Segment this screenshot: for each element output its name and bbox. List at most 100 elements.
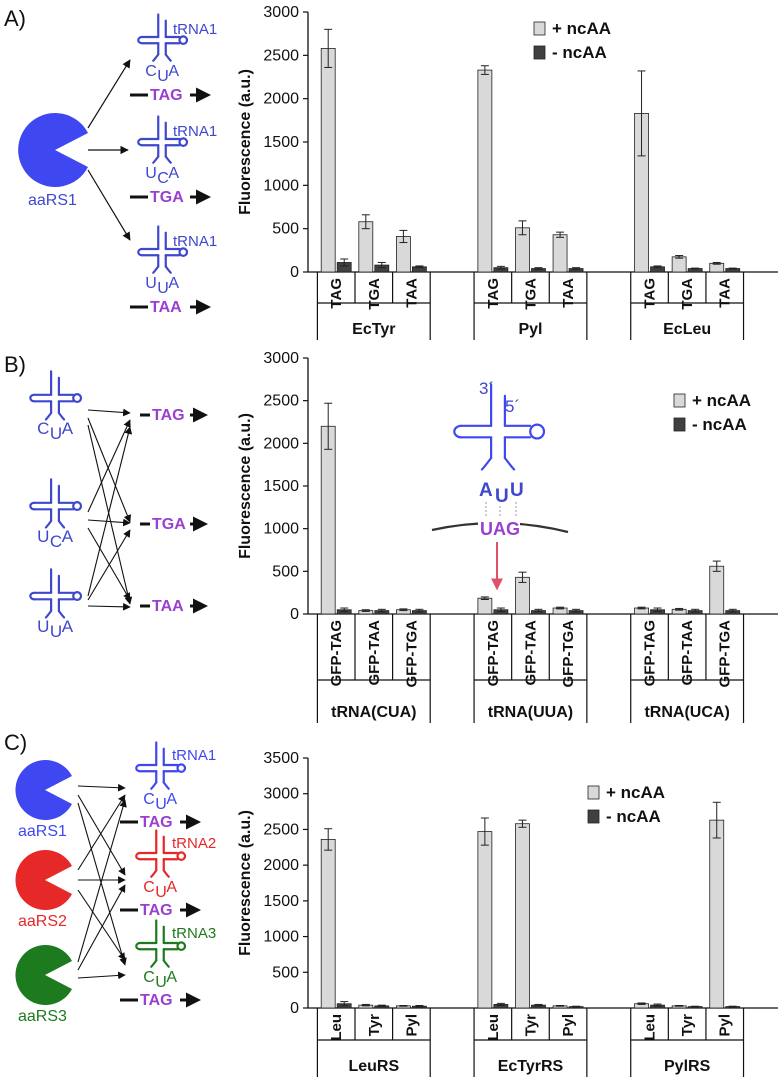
- x-tick-label: Leu: [642, 1014, 659, 1041]
- trna-anticodon-mid: U: [50, 424, 62, 443]
- trna-anticodon-right: A: [168, 275, 179, 292]
- three-prime-label: 3´: [479, 379, 494, 398]
- trna-anticodon-mid: U: [157, 280, 169, 297]
- trna-anticodon-right: A: [62, 419, 74, 438]
- legend-label: - ncAA: [692, 415, 747, 434]
- y-tick-label: 3000: [263, 4, 299, 21]
- aars2-label: aaRS2: [18, 913, 67, 930]
- trna-icon: [29, 370, 83, 421]
- trna-anticodon-mid: C: [157, 170, 169, 187]
- trna-anticodon-left: C: [143, 969, 155, 986]
- inset-trna-icon: [453, 383, 546, 471]
- codon-label: TAA: [152, 598, 184, 615]
- codon-label: TAG: [150, 87, 183, 104]
- y-tick-label: 2500: [263, 393, 299, 410]
- trna-anticodon-mid: C: [50, 532, 62, 551]
- x-tick-label: GFP-TAA: [366, 620, 383, 686]
- crossing-arrows: [87, 408, 133, 611]
- y-tick-label: 0: [290, 606, 299, 623]
- trna1-icon: [137, 13, 189, 62]
- x-tick-label: Tyr: [679, 1014, 696, 1036]
- trna-name: tRNA3: [172, 925, 216, 942]
- x-tick-label: GFP-TGA: [560, 620, 577, 688]
- group-label: tRNA(CUA): [331, 704, 416, 721]
- y-tick-label: 2500: [263, 47, 299, 64]
- trna-anticodon-mid: U: [155, 796, 167, 813]
- codon-label: TGA: [150, 189, 184, 206]
- panel-b-label: B): [4, 352, 26, 377]
- bar: [709, 819, 725, 1009]
- y-tick-label: 1000: [263, 177, 299, 194]
- bar: [477, 69, 493, 273]
- aars1-pacman-icon: [18, 113, 88, 188]
- aars2-pacman-icon: [15, 850, 73, 910]
- trna-anticodon-left: U: [37, 617, 49, 636]
- codon-label: TGA: [152, 516, 186, 533]
- x-tick-label: TAG: [485, 278, 502, 309]
- bar: [709, 565, 725, 615]
- y-tick-label: 500: [272, 563, 299, 580]
- x-tick-label: GFP-TAG: [642, 620, 659, 686]
- group-label: PylRS: [664, 1058, 711, 1075]
- x-tick-label: Tyr: [522, 1014, 539, 1036]
- y-axis-label: Fluorescence (a.u.): [237, 69, 254, 215]
- x-tick-label: TAA: [717, 278, 734, 308]
- crossing-arrows: [77, 783, 127, 980]
- x-tick-label: GFP-TAG: [485, 620, 502, 686]
- x-tick-label: Leu: [328, 1014, 345, 1041]
- trna1-icon: [137, 115, 189, 164]
- x-tick-label: Tyr: [366, 1014, 383, 1036]
- trna1-icon: [135, 741, 187, 790]
- x-tick-label: TAG: [642, 278, 659, 309]
- y-tick-label: 2000: [263, 435, 299, 452]
- legend-label: + ncAA: [552, 19, 611, 38]
- inset-anticodon-2: U: [495, 486, 509, 507]
- bar: [358, 221, 374, 273]
- aars3-label: aaRS3: [18, 1008, 67, 1025]
- y-tick-label: 3000: [263, 350, 299, 367]
- trna-anticodon-left: C: [143, 791, 155, 808]
- x-tick-label: GFP-TAA: [679, 620, 696, 686]
- trna-anticodon-left: C: [37, 419, 49, 438]
- trna-inset: 3´ 5´ A U U UAG: [431, 379, 569, 591]
- legend-swatch: [587, 785, 600, 800]
- group-label: tRNA(UUA): [488, 704, 573, 721]
- y-tick-label: 1000: [263, 521, 299, 538]
- bar: [552, 234, 568, 273]
- y-tick-label: 1000: [263, 929, 299, 946]
- trna2-icon: [135, 829, 187, 878]
- codon-label: TAG: [140, 992, 173, 1009]
- x-tick-label: TAA: [560, 278, 577, 308]
- trna-anticodon-right: A: [168, 165, 179, 182]
- trna-anticodon-right: A: [168, 63, 179, 80]
- trna-name: tRNA1: [173, 123, 217, 140]
- x-tick-label: Leu: [485, 1014, 502, 1041]
- trna-anticodon-mid: U: [50, 622, 62, 641]
- group-label: EcTyr: [352, 321, 395, 338]
- trna-name: tRNA1: [172, 747, 216, 764]
- y-tick-label: 1500: [263, 478, 299, 495]
- bar: [671, 256, 687, 273]
- trna-anticodon-left: C: [143, 879, 155, 896]
- trna3-icon: [135, 919, 187, 968]
- x-tick-label: TGA: [366, 278, 383, 310]
- trna-name: tRNA2: [172, 835, 216, 852]
- trna-name: tRNA1: [173, 233, 217, 250]
- y-tick-label: 0: [290, 264, 299, 281]
- aars1-pacman-icon: [15, 760, 73, 821]
- trna-anticodon-mid: U: [155, 884, 167, 901]
- legend-label: + ncAA: [606, 783, 665, 802]
- group-label: EcLeu: [663, 321, 711, 338]
- trna-anticodon-left: U: [145, 165, 157, 182]
- five-prime-label: 5´: [505, 397, 520, 416]
- x-tick-label: Pyl: [560, 1014, 577, 1037]
- bar: [320, 48, 336, 273]
- x-tick-label: GFP-TGA: [403, 620, 420, 688]
- y-tick-label: 1500: [263, 893, 299, 910]
- inset-anticodon-1: A: [479, 480, 493, 501]
